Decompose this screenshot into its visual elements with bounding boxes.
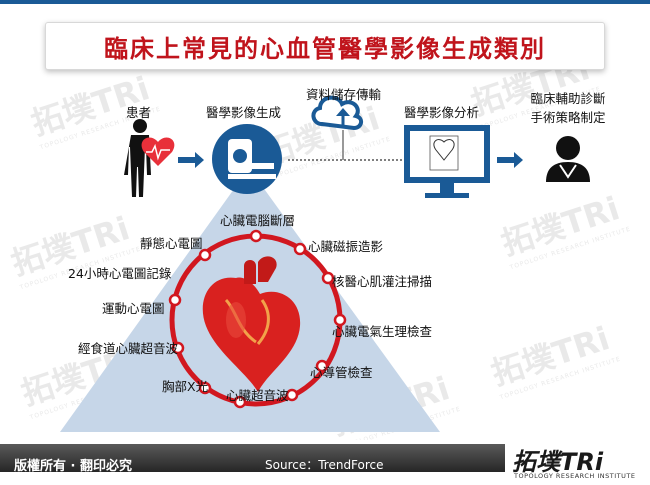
cloud-upload-icon bbox=[311, 95, 363, 131]
page-title: 臨床上常見的心血管醫學影像生成類別 bbox=[104, 33, 546, 63]
ct-scanner-icon bbox=[212, 124, 282, 194]
top-stripe bbox=[0, 0, 650, 4]
footer: 版權所有 · 翻印必究 Source：TrendForce 拓墣TRi TOPO… bbox=[0, 440, 650, 485]
modality-label: 靜態心電圖 bbox=[140, 236, 203, 251]
modality-label: 胸部X光 bbox=[162, 379, 209, 394]
copyright-text: 版權所有 · 翻印必究 bbox=[14, 459, 132, 474]
anatomical-heart-icon bbox=[202, 256, 301, 392]
modality-label: 心臟電腦斷層 bbox=[220, 213, 296, 228]
label-patient: 患者 bbox=[126, 105, 152, 120]
label-imaging: 醫學影像生成 bbox=[206, 105, 282, 120]
logo-text: 拓墣TRi bbox=[512, 448, 604, 476]
modality-label: 經食道心臟超音波 bbox=[78, 341, 179, 356]
arrow-icon bbox=[497, 152, 523, 168]
arrow-icon bbox=[178, 152, 204, 168]
label-analysis: 醫學影像分析 bbox=[404, 105, 480, 120]
heart-pulse-icon bbox=[141, 137, 175, 166]
modality-label: 心臟超音波 bbox=[226, 388, 289, 403]
ring-markers bbox=[168, 229, 347, 409]
source-text: Source：TrendForce bbox=[265, 458, 384, 472]
label-decision-line2: 手術策略制定 bbox=[530, 110, 606, 125]
modality-label: 運動心電圖 bbox=[102, 301, 165, 316]
modality-label: 24小時心電圖記錄 bbox=[68, 266, 172, 281]
label-storage: 資料儲存傳輸 bbox=[306, 87, 382, 102]
title-box: 臨床上常見的心血管醫學影像生成類別 bbox=[45, 22, 605, 70]
monitor-heart-icon bbox=[404, 125, 490, 198]
brand-logo: 拓墣TRi TOPOLOGY RESEARCH INSTITUTE bbox=[512, 440, 642, 484]
label-decision-line1: 臨床輔助診斷 bbox=[530, 91, 606, 106]
logo-tagline: TOPOLOGY RESEARCH INSTITUTE bbox=[514, 472, 636, 480]
label-decision: 臨床輔助診斷 手術策略制定 bbox=[518, 88, 618, 126]
modality-label: 心導管檢查 bbox=[310, 365, 373, 380]
footer-bar: 版權所有 · 翻印必究 Source：TrendForce bbox=[0, 444, 505, 474]
modality-label: 心臟磁振造影 bbox=[308, 239, 384, 254]
doctor-icon bbox=[546, 136, 590, 182]
person-icon bbox=[124, 119, 151, 197]
modality-label: 核醫心肌灌注掃描 bbox=[332, 274, 433, 289]
modality-label: 心臟電氣生理檢查 bbox=[332, 324, 433, 339]
